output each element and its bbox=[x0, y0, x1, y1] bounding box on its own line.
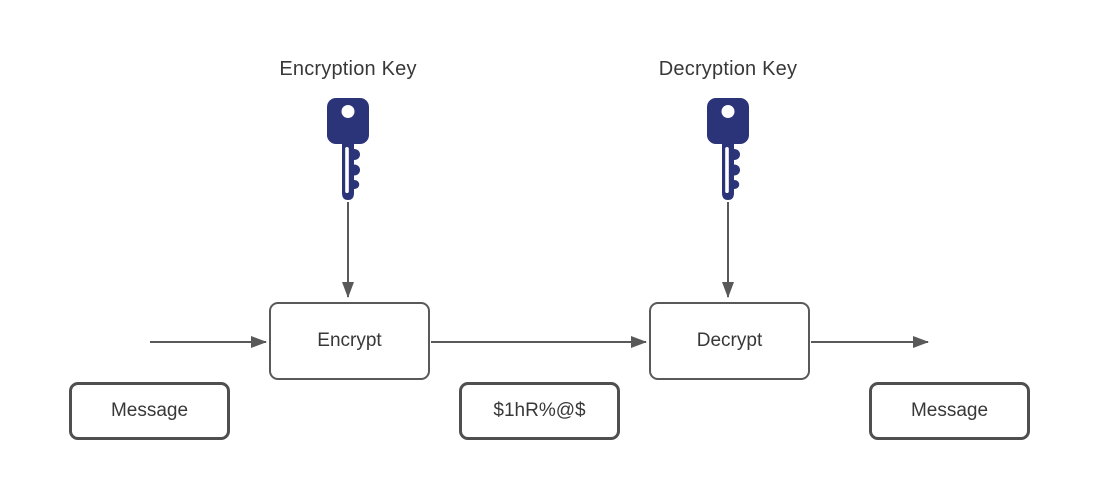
encryption-key-label: Encryption Key bbox=[279, 58, 417, 80]
encrypt-box-label: Encrypt bbox=[317, 330, 382, 351]
decrypt-box: Decrypt bbox=[649, 302, 810, 380]
message-output-label: Message bbox=[910, 400, 989, 421]
message-input-box: Message bbox=[69, 382, 230, 440]
message-input-label: Message bbox=[110, 400, 189, 421]
ciphertext-label: $1hR%@$ bbox=[493, 400, 586, 421]
encrypt-box: Encrypt bbox=[269, 302, 430, 380]
decryption-key-icon bbox=[707, 98, 749, 200]
ciphertext-box: $1hR%@$ bbox=[459, 382, 620, 440]
message-output-box: Message bbox=[869, 382, 1030, 440]
encryption-key-icon bbox=[327, 98, 369, 200]
decrypt-box-label: Decrypt bbox=[696, 330, 763, 351]
decryption-key-label: Decryption Key bbox=[658, 58, 798, 80]
